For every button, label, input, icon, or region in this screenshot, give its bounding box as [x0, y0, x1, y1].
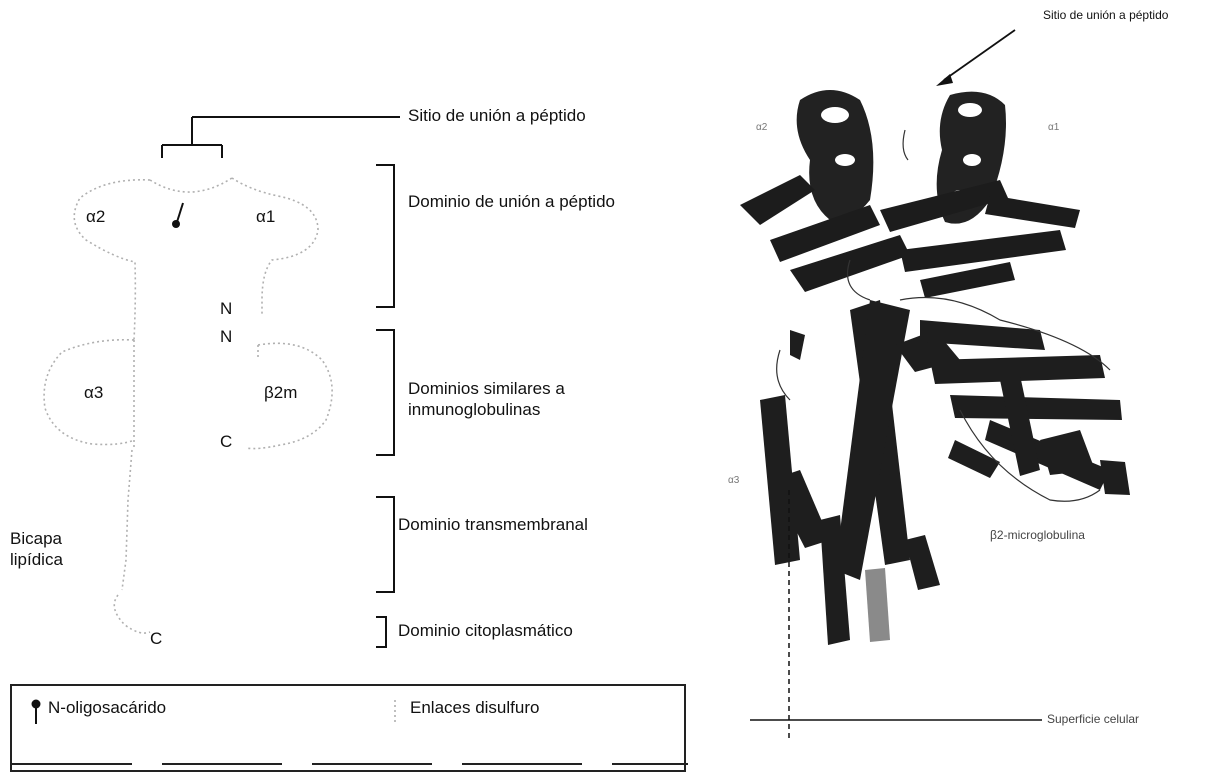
beta-sheet-platform — [740, 175, 1080, 298]
peptide-site-arrow — [936, 30, 1015, 86]
lower-domains — [760, 300, 1130, 645]
gray-strands — [865, 568, 890, 642]
ribbon-alpha1-tag: α1 — [1048, 122, 1059, 133]
ribbon-knob — [790, 330, 805, 360]
ribbon-alpha3-tag: α3 — [728, 475, 739, 486]
ribbon-surface-label: Superficie celular — [1047, 712, 1139, 726]
ribbon-alpha2-tag: α2 — [756, 122, 767, 133]
ribbon-b2m-label: β2-microglobulina — [990, 528, 1085, 542]
